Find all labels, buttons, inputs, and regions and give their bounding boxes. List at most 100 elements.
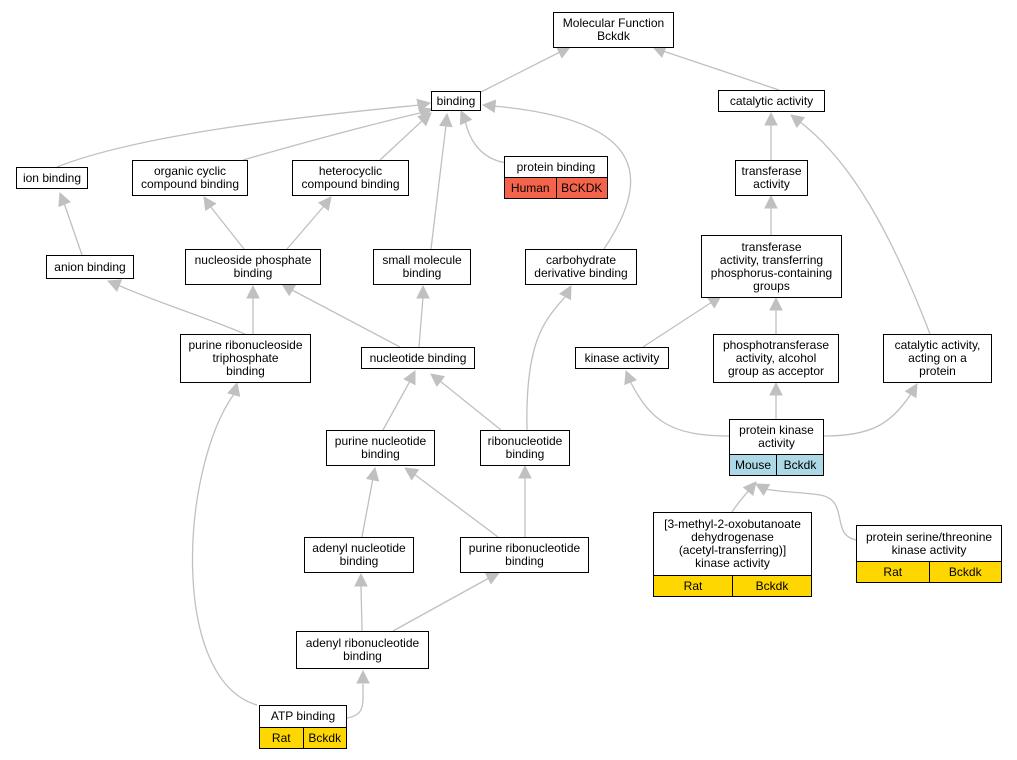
edge (346, 683, 364, 719)
node-label: ion binding (22, 170, 82, 185)
node-label: organic cyclic compound binding (140, 164, 240, 191)
edge (382, 380, 411, 431)
node-label: kinase activity (584, 350, 660, 365)
node-organic-cyclic-compound-binding[interactable]: organic cyclic compound binding (132, 160, 248, 196)
node-nucleotide-binding[interactable]: nucleotide binding (361, 347, 475, 369)
annotation-protein-serine-threonine-kinase: Rat Bckdk (856, 561, 1002, 583)
node-binding[interactable]: binding (431, 91, 481, 111)
node-label: nucleotide binding (369, 350, 467, 365)
edge (361, 477, 374, 538)
node-purine-ribonucleoside-triphosphate-binding[interactable]: purine ribonucleoside triphosphate bindi… (180, 334, 311, 383)
node-kinase-activity[interactable]: kinase activity (575, 347, 669, 369)
edge-arrowhead (769, 296, 783, 311)
edge-arrowhead (484, 572, 500, 585)
edge-arrowhead (403, 370, 416, 386)
gene-label: Bckdk (948, 564, 982, 579)
edge (662, 50, 780, 91)
edge (360, 584, 363, 632)
gene-cell: Bckdk (303, 727, 347, 749)
node-transferase-phosphorus-groups[interactable]: transferase activity, transferring phosp… (701, 235, 842, 298)
edge (191, 393, 258, 706)
species-cell: Rat (259, 727, 304, 749)
node-label: purine nucleotide binding (334, 434, 427, 461)
species-label: Mouse (734, 457, 772, 472)
node-ion-binding[interactable]: ion binding (16, 167, 88, 189)
gene-cell: BCKDK (556, 177, 608, 199)
gene-label: Bckdk (783, 457, 817, 472)
edge-arrowhead (742, 481, 757, 496)
gene-cell: Bckdk (733, 575, 812, 597)
node-label: [3-methyl-2-oxobutanoate dehydrogenase (… (664, 517, 801, 570)
node-adenyl-nucleotide-binding[interactable]: adenyl nucleotide binding (304, 537, 414, 573)
edge (464, 119, 508, 164)
edge-arrowhead (764, 111, 778, 126)
species-label: Human (510, 180, 550, 195)
edge-arrowhead (430, 373, 446, 388)
node-carbohydrate-derivative-binding[interactable]: carbohydrate derivative binding (525, 249, 637, 285)
node-phosphotransferase-alcohol[interactable]: phosphotransferase activity, alcohol gro… (713, 334, 839, 383)
node-label: catalytic activity, acting on a protein (894, 338, 981, 378)
annotation-protein-binding: Human BCKDK (504, 177, 608, 199)
node-label: protein serine/threonine kinase activity (865, 529, 993, 557)
node-purine-nucleotide-binding[interactable]: purine nucleotide binding (326, 430, 435, 466)
edge (799, 121, 931, 335)
edge-arrowhead (459, 109, 473, 126)
edge (379, 119, 424, 161)
node-ribonucleotide-binding[interactable]: ribonucleotide binding (480, 430, 570, 466)
annotation-protein-kinase-activity: Mouse Bckdk (729, 454, 824, 476)
species-cell: Rat (653, 575, 733, 597)
node-heterocyclic-compound-binding[interactable]: heterocyclic compound binding (292, 160, 409, 196)
node-label: ribonucleotide binding (487, 434, 563, 461)
node-small-molecule-binding[interactable]: small molecule binding (373, 249, 471, 285)
edge-arrowhead (559, 285, 572, 301)
node-catalytic-activity[interactable]: catalytic activity (718, 90, 825, 112)
species-label: Rat (683, 578, 703, 593)
edge-arrowhead (764, 194, 778, 209)
node-label: ATP binding (270, 709, 336, 723)
node-atp-binding[interactable]: ATP binding (259, 705, 347, 728)
node-adenyl-ribonucleotide-binding[interactable]: adenyl ribonucleotide binding (296, 631, 429, 669)
gene-cell: Bckdk (929, 561, 1002, 583)
edge-arrowhead (481, 99, 497, 114)
node-transferase-activity[interactable]: transferase activity (735, 160, 808, 196)
node-label: catalytic activity (729, 93, 814, 108)
node-label: protein binding (516, 159, 596, 174)
node-label: protein kinase activity (739, 423, 814, 450)
node-molecular-function[interactable]: Molecular Function Bckdk (553, 12, 674, 48)
node-catalytic-activity-protein[interactable]: catalytic activity, acting on a protein (883, 334, 992, 383)
edges (56, 45, 931, 719)
gene-label: BCKDK (561, 180, 603, 195)
node-label: anion binding (54, 259, 126, 274)
edge (492, 105, 632, 250)
species-cell: Rat (856, 561, 930, 583)
node-protein-binding[interactable]: protein binding (504, 156, 608, 178)
node-bckdh-kinase-activity[interactable]: [3-methyl-2-oxobutanoate dehydrogenase (… (653, 512, 812, 576)
node-protein-kinase-activity[interactable]: protein kinase activity (729, 419, 824, 455)
edge-arrowhead (755, 483, 771, 497)
edge (392, 577, 490, 632)
node-label: adenyl ribonucleotide binding (305, 636, 420, 663)
edge-arrowhead (904, 383, 918, 399)
edge-arrowhead (439, 112, 453, 128)
edge (291, 289, 401, 348)
node-label: Molecular Function Bckdk (562, 16, 665, 43)
node-purine-ribonucleotide-binding[interactable]: purine ribonucleotide binding (460, 537, 589, 573)
node-label: transferase activity, transferring phosp… (710, 239, 833, 293)
edge-arrowhead (317, 196, 332, 212)
edge-arrowhead (417, 112, 432, 127)
node-label: heterocyclic compound binding (301, 164, 400, 191)
node-label: phosphotransferase activity, alcohol gro… (722, 338, 830, 378)
edge-arrowhead (416, 284, 430, 299)
node-anion-binding[interactable]: anion binding (46, 255, 134, 279)
edge (413, 473, 499, 538)
edge-arrowhead (365, 466, 380, 482)
node-label: transferase activity (741, 164, 802, 191)
edge (56, 104, 421, 168)
edge-arrowhead (281, 283, 297, 297)
edge-arrowhead (246, 284, 260, 299)
node-protein-serine-threonine-kinase[interactable]: protein serine/threonine kinase activity (856, 525, 1002, 562)
edge (526, 296, 566, 431)
node-nucleoside-phosphate-binding[interactable]: nucleoside phosphate binding (185, 249, 321, 285)
edge (418, 296, 424, 348)
